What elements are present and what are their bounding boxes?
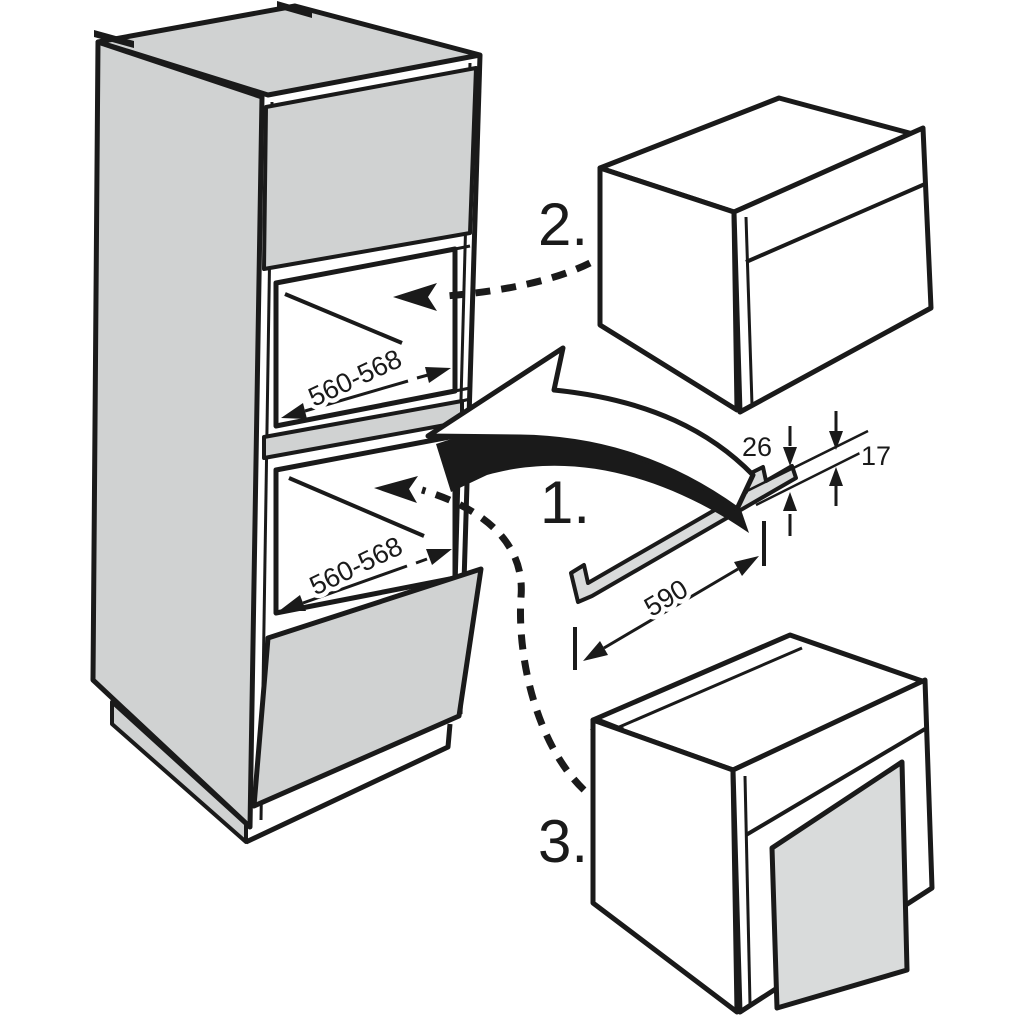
oven-door-window xyxy=(769,759,910,1011)
guide-arrow-lower-niche xyxy=(374,476,587,793)
insert-arrow-underside xyxy=(436,427,749,533)
oven-top-step-line xyxy=(609,646,803,733)
dimension-17-label: 17 xyxy=(861,441,891,471)
insert-arrow-top xyxy=(425,345,756,512)
built-in-oven xyxy=(590,632,935,1015)
oven-panel-line xyxy=(744,727,927,837)
trim-reference-line-lower xyxy=(755,444,875,507)
compact-oven-side xyxy=(597,165,740,413)
dimension-26: 26 xyxy=(737,426,797,536)
dimension-17: 17 xyxy=(829,411,896,506)
step-1-label: 1. xyxy=(540,469,590,536)
lower-niche-interior-edge xyxy=(288,476,425,538)
dimension-26-label: 26 xyxy=(742,432,772,462)
dimension-590-label: 590 xyxy=(639,574,693,623)
guide-arrow-upper-niche xyxy=(393,259,592,311)
compact-oven-panel-line xyxy=(745,182,926,264)
lower-cabinet-front-panel xyxy=(251,566,484,809)
insert-direction-arrow xyxy=(425,345,756,533)
trim-reference-line-upper xyxy=(746,429,869,493)
upper-niche: 560-568 xyxy=(273,246,458,429)
step-3-label: 3. xyxy=(538,808,588,875)
compact-oven-flange-edge xyxy=(744,216,754,406)
tall-cabinet: 560-568 560-568 xyxy=(90,1,484,845)
upper-niche-interior-edge xyxy=(284,292,403,345)
oven-flange-edge xyxy=(743,775,752,1005)
oven-side xyxy=(590,717,740,1015)
upper-cabinet-front-panel xyxy=(262,66,478,271)
top-corner-notch-back xyxy=(277,1,312,18)
step-2-label: 2. xyxy=(538,191,588,258)
compact-oven-front xyxy=(731,125,934,415)
compact-oven xyxy=(597,95,934,415)
plinth-bottom-edge xyxy=(244,723,453,845)
top-corner-notch-left xyxy=(94,30,134,48)
upper-niche-opening xyxy=(273,246,458,429)
